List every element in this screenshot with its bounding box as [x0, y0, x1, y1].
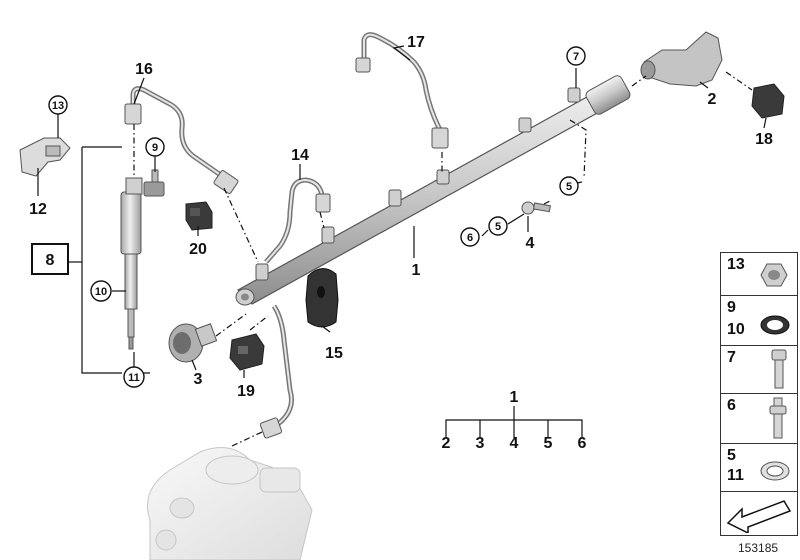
fuel-line-17 — [355, 32, 449, 149]
legend-cell-arrow — [720, 492, 798, 536]
tree-child-5: 5 — [544, 435, 553, 452]
fuel-line-16 — [124, 86, 239, 194]
leader-lines — [37, 45, 767, 438]
fuel-line-14 — [264, 177, 331, 264]
circle-label-7: 7 — [566, 46, 586, 66]
legend-cell-7: 7 — [720, 346, 798, 394]
legend-cell-9-10: 9 10 — [720, 296, 798, 346]
fuel-line-pump — [259, 304, 294, 439]
circle-label-13: 13 — [48, 95, 68, 115]
legend-cell-6: 6 — [720, 394, 798, 444]
circle-label-10: 10 — [90, 280, 112, 302]
tree-child-4: 4 — [510, 435, 519, 452]
label-12: 12 — [29, 201, 47, 218]
fuel-rail — [235, 75, 631, 306]
legend-cell-13: 13 — [720, 252, 798, 296]
label-16: 16 — [135, 61, 153, 78]
label-4: 4 — [526, 235, 535, 252]
nut-icon — [760, 263, 788, 287]
arrow-icon — [726, 500, 792, 533]
fuel-injector — [120, 169, 165, 350]
label-17: 17 — [407, 34, 425, 51]
assembly-tree: 1 2 3 4 5 6 — [442, 389, 587, 452]
tree-root: 1 — [510, 389, 519, 406]
assembly-lines — [133, 71, 753, 447]
circle-label-11: 11 — [123, 366, 145, 388]
tree-child-3: 3 — [476, 435, 485, 452]
svg-text:5: 5 — [566, 181, 572, 193]
legend-cell-5-11: 5 11 — [720, 444, 798, 492]
label-15: 15 — [325, 345, 343, 362]
svg-text:13: 13 — [52, 100, 64, 112]
injector-clamp — [19, 137, 71, 177]
label-1: 1 — [412, 262, 421, 279]
label-3: 3 — [194, 371, 203, 388]
high-pressure-pump — [147, 447, 313, 560]
bolt-4 — [521, 201, 551, 215]
reference-number: 153185 — [738, 541, 779, 555]
hollow-bolt-icon — [769, 397, 787, 439]
tree-child-2: 2 — [442, 435, 451, 452]
svg-text:5: 5 — [495, 221, 501, 233]
label-8: 8 — [46, 252, 55, 269]
label-14: 14 — [291, 147, 309, 164]
circle-label-6: 6 — [460, 227, 480, 247]
circle-label-5a: 5 — [559, 176, 579, 196]
washer-icon — [760, 461, 790, 481]
circle-label-5b: 5 — [488, 216, 508, 236]
label-19: 19 — [237, 383, 255, 400]
svg-text:11: 11 — [128, 372, 140, 384]
small-parts-legend: 13 9 10 7 6 5 11 — [720, 252, 798, 536]
connector-20 — [185, 201, 213, 231]
connector-19 — [229, 333, 265, 371]
svg-text:10: 10 — [95, 286, 107, 298]
connector-18 — [751, 83, 785, 119]
svg-text:6: 6 — [467, 232, 473, 244]
pressure-sensor-3 — [168, 323, 218, 363]
svg-text:9: 9 — [152, 142, 158, 154]
label-18: 18 — [755, 131, 773, 148]
label-2: 2 — [708, 91, 717, 108]
circle-label-9: 9 — [145, 137, 165, 157]
pressure-regulator-2 — [640, 31, 723, 87]
callout-box-8 — [31, 243, 69, 275]
tree-child-6: 6 — [578, 435, 587, 452]
bolt-icon — [771, 349, 787, 389]
rubber-sleeve-15 — [305, 268, 339, 328]
seal-ring-icon — [760, 315, 790, 335]
label-20: 20 — [189, 241, 207, 258]
svg-text:7: 7 — [573, 51, 579, 63]
